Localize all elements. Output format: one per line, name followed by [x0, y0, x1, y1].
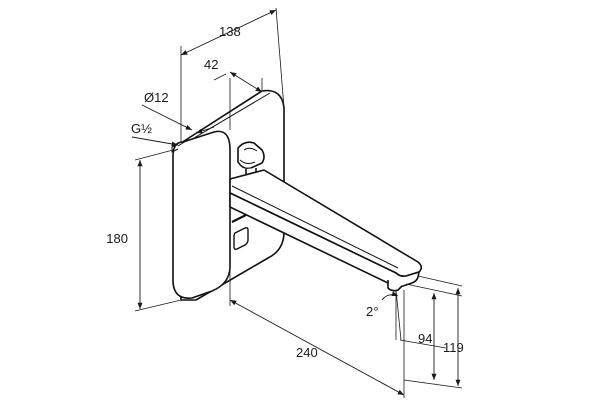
dimension-plate-height: 180 [106, 149, 182, 312]
dimension-depth-plate: 42 [204, 57, 263, 130]
label-spout-length: 240 [296, 345, 318, 360]
label-depth-total: 138 [219, 24, 241, 39]
label-depth-plate: 42 [204, 57, 218, 72]
label-spout-height-b: 119 [443, 340, 464, 355]
dimension-thread: G½ [131, 121, 179, 147]
sensor-window-icon [231, 214, 249, 250]
label-spout-height-a: 94 [418, 331, 432, 346]
dimension-spout-length: 240 [229, 262, 405, 398]
label-angle: 2° [366, 304, 378, 319]
dimension-depth-total: 138 [180, 7, 285, 143]
label-diameter: Ø12 [144, 90, 169, 105]
dimension-spout-heights: 94 119 [399, 275, 464, 389]
spout [229, 169, 423, 292]
dimension-angle: 2° [366, 289, 402, 341]
dimension-diameter: Ø12 [141, 90, 215, 134]
label-plate-height: 180 [106, 231, 128, 246]
label-thread: G½ [131, 121, 152, 136]
